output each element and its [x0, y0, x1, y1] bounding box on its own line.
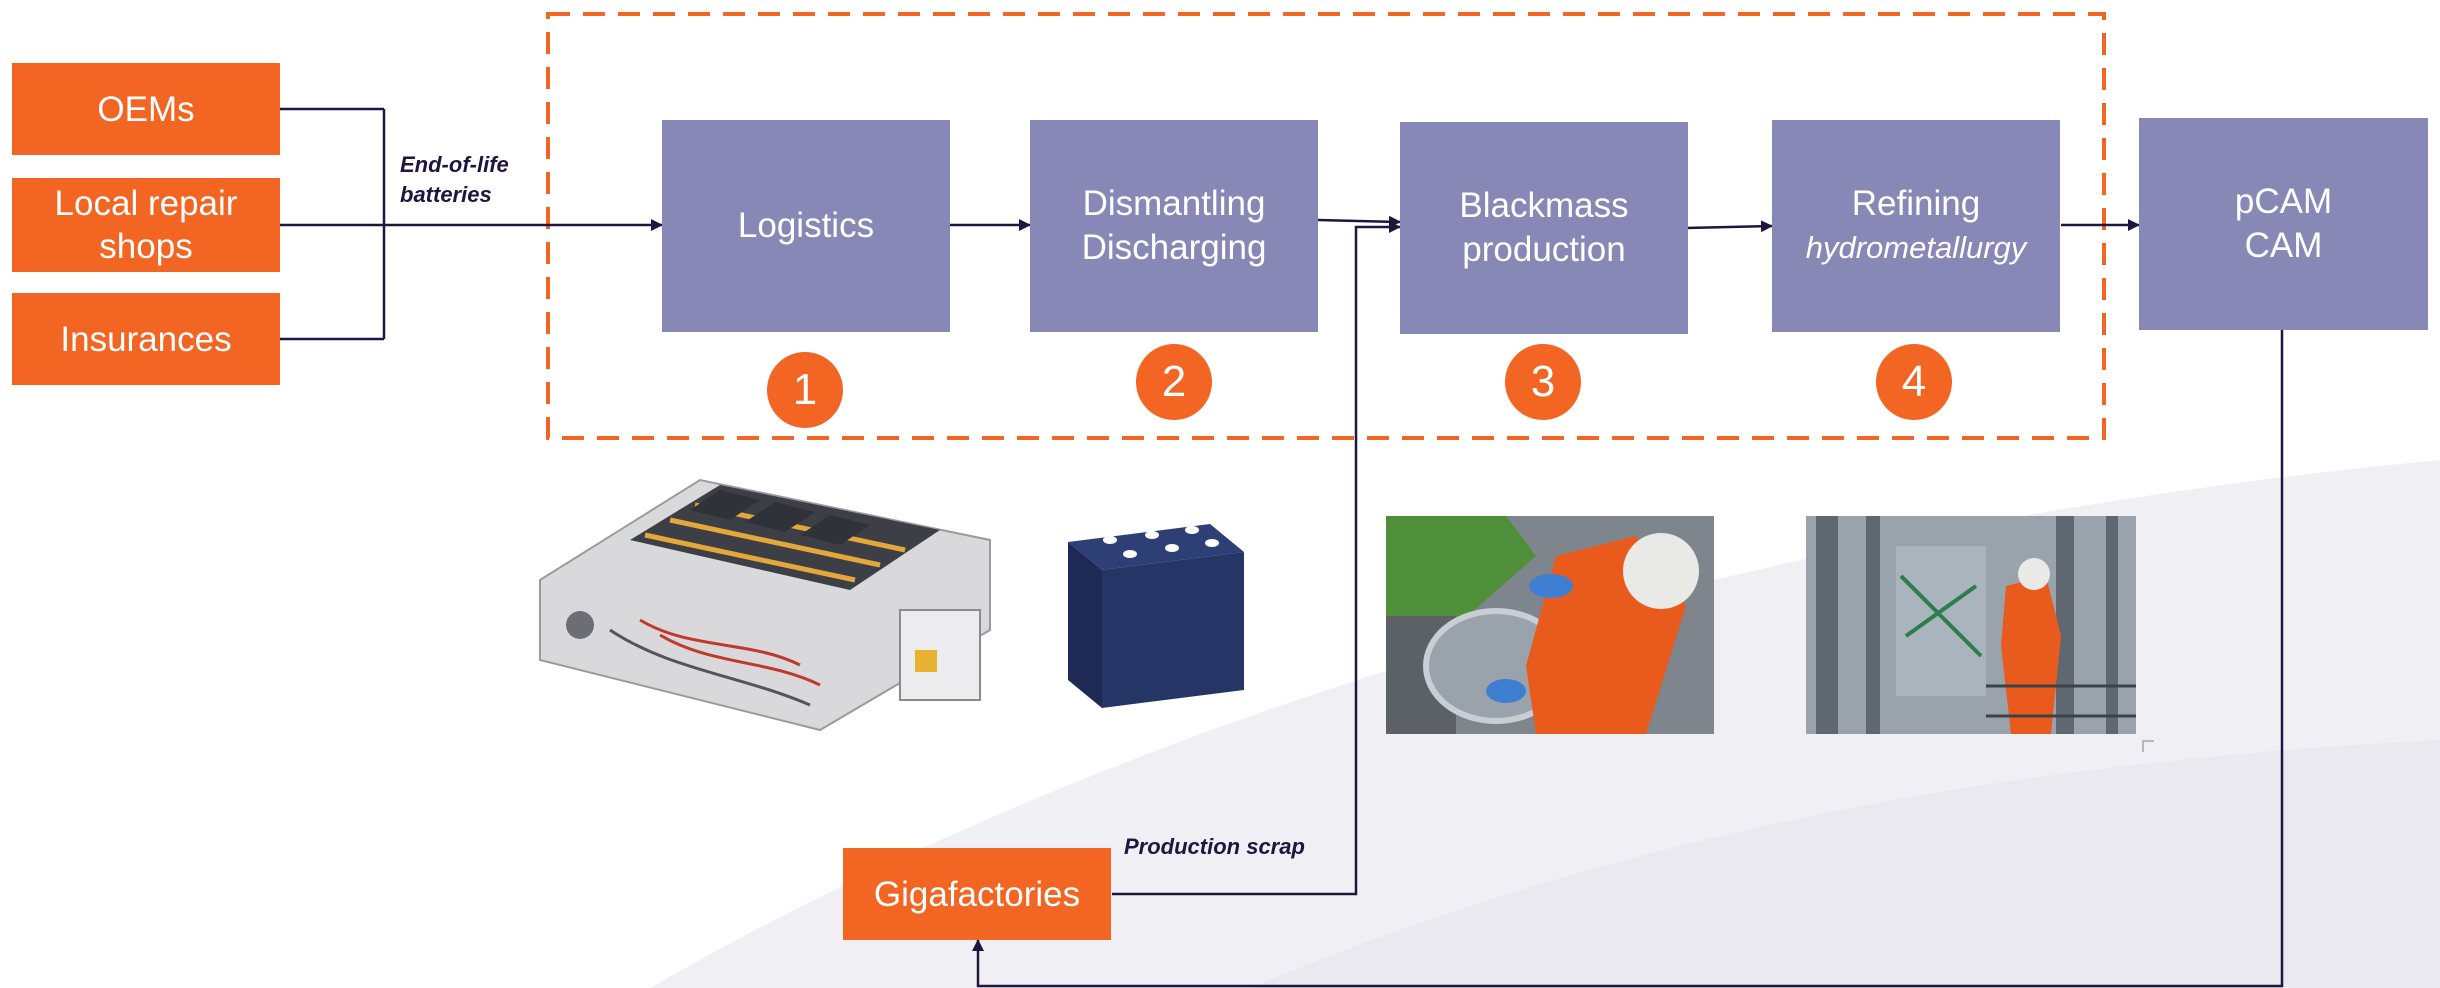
refining-plant-photo: [1806, 516, 2136, 734]
step-logistics-box: Logistics: [662, 120, 950, 332]
gigafactories-box: Gigafactories: [843, 848, 1111, 940]
end-of-life-note: End-of-life batteries: [400, 150, 509, 210]
output-label-line1: pCAM: [2234, 182, 2333, 221]
step-4-badge: 4: [1876, 344, 1952, 420]
production-scrap-note: Production scrap: [1124, 834, 1305, 859]
step-3-badge: 3: [1505, 344, 1581, 420]
step-4-label-line2: hydrometallurgy: [1805, 230, 2027, 265]
step-3-label-line2: production: [1462, 230, 1626, 269]
step-blackmass-box: Blackmass production: [1400, 122, 1688, 334]
battery-pack-image: [520, 460, 1020, 740]
insurances-label: Insurances: [60, 319, 232, 359]
step-2-label-line2: Discharging: [1081, 228, 1267, 267]
step-refining-box: Refining hydrometallurgy: [1772, 120, 2060, 332]
step-2-badge: 2: [1136, 344, 1212, 420]
image-crop-mark: [2142, 740, 2154, 752]
step-3-label-line1: Blackmass: [1459, 186, 1629, 225]
local-repair-label-line2: shops: [99, 227, 193, 266]
local-repair-shops-box: Local repair shops: [12, 178, 280, 272]
blackmass-worker-photo: [1386, 516, 1714, 734]
return-to-gigafactories: [972, 330, 2284, 988]
end-of-life-line2: batteries: [400, 182, 492, 207]
arrow-dismantling-to-blackmass: [1317, 215, 1401, 228]
step-dismantling-box: Dismantling Discharging: [1030, 120, 1318, 332]
production-scrap-connector: [1112, 221, 1401, 896]
step-2-label-line1: Dismantling: [1082, 184, 1266, 223]
arrow-blackmass-to-refining: [1685, 220, 1773, 233]
output-label-line2: CAM: [2244, 226, 2323, 265]
local-repair-label-line1: Local repair: [54, 184, 238, 223]
step-1-label: Logistics: [737, 206, 875, 245]
pcam-cam-box: pCAM CAM: [2139, 118, 2428, 330]
end-of-life-line1: End-of-life: [400, 152, 509, 177]
step-1-badge: 1: [767, 352, 843, 428]
battery-cell-image: [1060, 518, 1250, 712]
oems-box: OEMs: [12, 63, 280, 155]
gigafactories-label: Gigafactories: [873, 874, 1081, 914]
step-4-label-line1: Refining: [1851, 184, 1981, 223]
oems-label: OEMs: [97, 89, 195, 129]
insurances-box: Insurances: [12, 293, 280, 385]
